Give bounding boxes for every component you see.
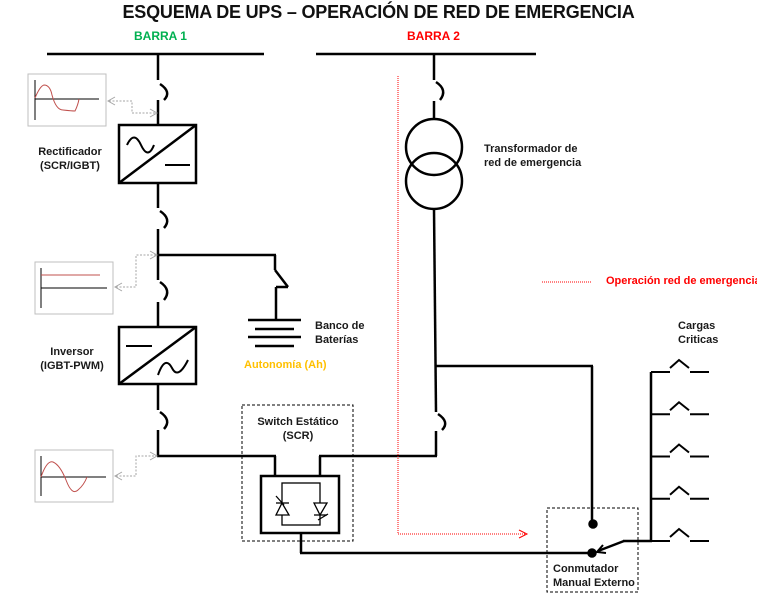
static-switch-enclosure <box>241 404 354 542</box>
manual-switch-label-line2: Manual Externo <box>553 577 635 589</box>
critical-loads-label: Cargas Criticas <box>678 319 718 347</box>
battery-autonomy-label: Autonomía (Ah) <box>244 359 327 371</box>
static-switch-block <box>259 454 596 555</box>
critical-loads-label-line1: Cargas <box>678 320 716 332</box>
probe-arrow-dc <box>116 254 156 288</box>
critical-load-breaker <box>651 358 709 373</box>
rectifier-label-line2: (SCR/IGBT) <box>40 160 100 172</box>
battery-label-line1: Banco de <box>315 320 365 332</box>
waveform-monitor-dc <box>34 261 114 315</box>
critical-load-breaker <box>651 527 709 542</box>
breaker-rectifier-out <box>156 183 169 255</box>
breaker-bus2-bypass <box>434 412 447 456</box>
breaker-bus2-top <box>432 54 445 120</box>
breaker-bus1-top <box>156 54 169 125</box>
rectifier-label: Rectificador (SCR/IGBT) <box>32 145 108 173</box>
transformer-label-line2: red de emergencia <box>484 157 582 169</box>
battery-symbol <box>248 318 301 348</box>
rectifier-block <box>117 123 198 185</box>
waveform-monitor-rectifier <box>27 73 107 127</box>
emergency-path-arrow <box>518 529 529 539</box>
scr-pair <box>274 482 329 526</box>
bus1-label: BARRA 1 <box>134 29 187 43</box>
probe-arrow-rectifier <box>109 100 156 114</box>
waveform-monitor-sine <box>34 449 114 503</box>
probe-arrow-inverter <box>116 455 156 477</box>
legend-emergency-label: Operación red de emergencia <box>606 275 757 287</box>
static-switch-label: Switch Estático (SCR) <box>248 415 348 443</box>
critical-load-breaker <box>651 485 709 500</box>
critical-load-breaker <box>651 443 709 458</box>
breaker-inverter-in <box>156 255 169 327</box>
rectifier-label-line1: Rectificador <box>38 146 102 158</box>
manual-switch-label: Conmutador Manual Externo <box>553 562 635 590</box>
static-switch-label-line1: Switch Estático <box>257 416 339 428</box>
breaker-inverter-out <box>156 384 169 456</box>
battery-label: Banco de Baterías <box>315 319 365 347</box>
page-title: ESQUEMA DE UPS – OPERACIÓN DE RED DE EME… <box>122 2 635 22</box>
manual-switch-label-line1: Conmutador <box>553 563 619 575</box>
bus2-label: BARRA 2 <box>407 29 460 43</box>
battery-label-line2: Baterías <box>315 334 359 346</box>
inverter-label: Inversor (IGBT-PWM) <box>34 345 110 373</box>
inverter-block <box>117 325 198 386</box>
inverter-label-line1: Inversor <box>50 346 94 358</box>
inverter-label-line2: (IGBT-PWM) <box>40 360 104 372</box>
transformer-symbol <box>404 117 464 211</box>
transformer-label: Transformador de red de emergencia <box>484 142 581 170</box>
manual-switch-contacts <box>587 519 652 558</box>
transformer-label-line1: Transformador de <box>484 143 578 155</box>
critical-loads-label-line2: Criticas <box>678 334 719 346</box>
emergency-path-line <box>397 76 526 535</box>
manual-switch-enclosure <box>546 507 639 593</box>
battery-branch <box>157 253 289 320</box>
critical-load-breaker <box>651 400 709 416</box>
static-switch-label-line2: (SCR) <box>282 430 314 442</box>
